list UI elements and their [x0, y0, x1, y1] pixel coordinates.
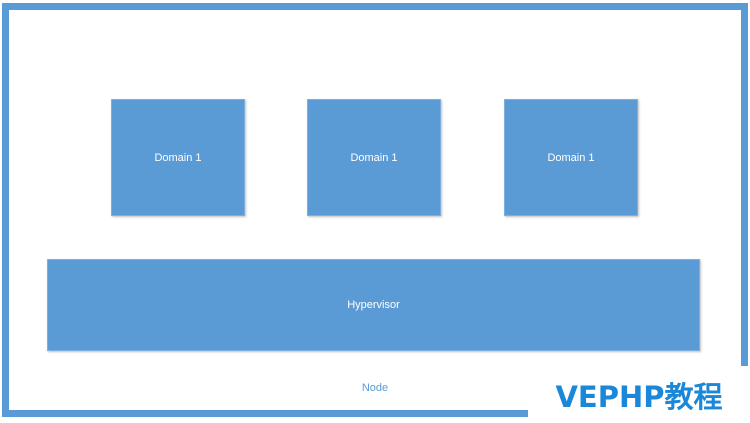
- domain-box: Domain 1: [111, 99, 245, 216]
- domain-box: Domain 1: [504, 99, 638, 216]
- hypervisor-label: Hypervisor: [347, 299, 400, 311]
- domain-label: Domain 1: [350, 151, 398, 164]
- domain-box: Domain 1: [307, 99, 441, 216]
- node-label: Node: [361, 382, 389, 394]
- domain-label: Domain 1: [154, 151, 202, 164]
- watermark: VEPHP教程: [528, 366, 750, 423]
- domain-label: Domain 1: [547, 151, 595, 164]
- hypervisor-box: Hypervisor: [47, 259, 700, 351]
- watermark-text: VEPHP教程: [555, 379, 723, 414]
